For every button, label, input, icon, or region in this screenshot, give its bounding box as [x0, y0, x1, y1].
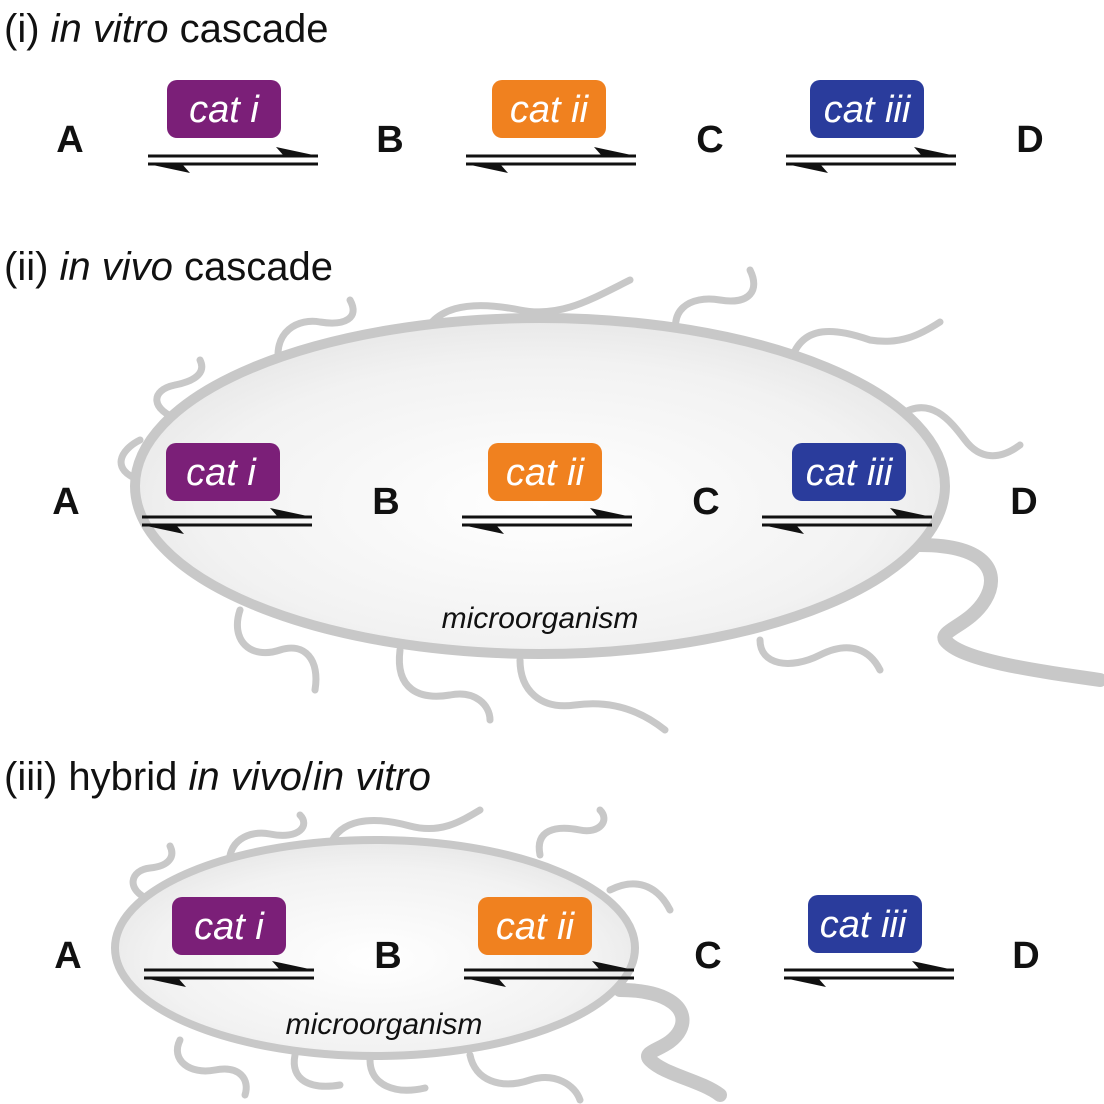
- equilibrium-arrow: [784, 961, 954, 987]
- section-in-vivo: (ii) in vivo cascade A B C D cat i: [4, 245, 1104, 734]
- species-b: B: [376, 119, 403, 161]
- catalyst-label: cat ii: [496, 906, 576, 948]
- flagella: [129, 806, 727, 1104]
- catalyst-badge: [810, 80, 924, 138]
- equilibrium-arrow: [786, 147, 956, 173]
- species-d: D: [1016, 119, 1043, 161]
- equilibrium-arrow: [142, 508, 312, 534]
- section-title-in-vivo: (ii) in vivo cascade: [4, 245, 333, 289]
- microorganism-label: microorganism: [286, 1008, 483, 1041]
- catalyst-label: cat ii: [506, 452, 586, 494]
- species-d: D: [1012, 935, 1039, 977]
- catalyst-cat-iii: cat iii: [810, 80, 924, 138]
- species-a: A: [54, 935, 81, 977]
- species-c: C: [696, 119, 723, 161]
- equilibrium-arrow: [464, 961, 634, 987]
- microorganism-label: microorganism: [442, 602, 639, 635]
- section-in-vitro: (i) in vitro cascade A B C D cat i cat i…: [4, 7, 1044, 173]
- catalyst-label: cat ii: [510, 89, 590, 131]
- species-a: A: [52, 481, 79, 523]
- equilibrium-arrow: [762, 508, 932, 534]
- species-b: B: [374, 935, 401, 977]
- catalyst-cat-iii: cat iii: [792, 443, 906, 501]
- catalyst-label: cat i: [186, 452, 257, 494]
- catalyst-cat-i: cat i: [167, 80, 281, 138]
- catalyst-label: cat iii: [820, 904, 908, 946]
- catalyst-cat-ii: cat ii: [492, 80, 606, 138]
- catalyst-badge: [792, 443, 906, 501]
- microorganism-cell: [111, 836, 639, 1060]
- catalyst-label: cat i: [194, 906, 265, 948]
- catalyst-label: cat i: [189, 89, 260, 131]
- section-title-in-vitro: (i) in vitro cascade: [4, 7, 329, 51]
- catalyst-cat-i: cat i: [166, 443, 280, 501]
- catalyst-cat-ii: cat ii: [488, 443, 602, 501]
- equilibrium-arrow: [148, 147, 318, 173]
- catalyst-badge: [492, 80, 606, 138]
- catalyst-label: cat iii: [806, 452, 894, 494]
- species-d: D: [1010, 481, 1037, 523]
- catalyst-badge: [808, 895, 922, 953]
- section-hybrid: (iii) hybrid in vivo/in vitro A B C D ca…: [4, 755, 1040, 1104]
- catalyst-label: cat iii: [824, 89, 912, 131]
- catalyst-cat-i: cat i: [172, 897, 286, 955]
- species-a: A: [56, 119, 83, 161]
- species-b: B: [372, 481, 399, 523]
- equilibrium-arrow: [144, 961, 314, 987]
- catalyst-cat-ii: cat ii: [478, 897, 592, 955]
- catalyst-badge: [172, 897, 286, 955]
- catalyst-cat-iii: cat iii: [808, 895, 922, 953]
- catalyst-badge: [166, 443, 280, 501]
- equilibrium-arrow: [462, 508, 632, 534]
- species-c: C: [694, 935, 721, 977]
- catalyst-badge: [167, 80, 281, 138]
- equilibrium-arrow: [466, 147, 636, 173]
- species-c: C: [692, 481, 719, 523]
- section-title-hybrid: (iii) hybrid in vivo/in vitro: [4, 755, 431, 799]
- catalyst-badge: [478, 897, 592, 955]
- catalyst-badge: [488, 443, 602, 501]
